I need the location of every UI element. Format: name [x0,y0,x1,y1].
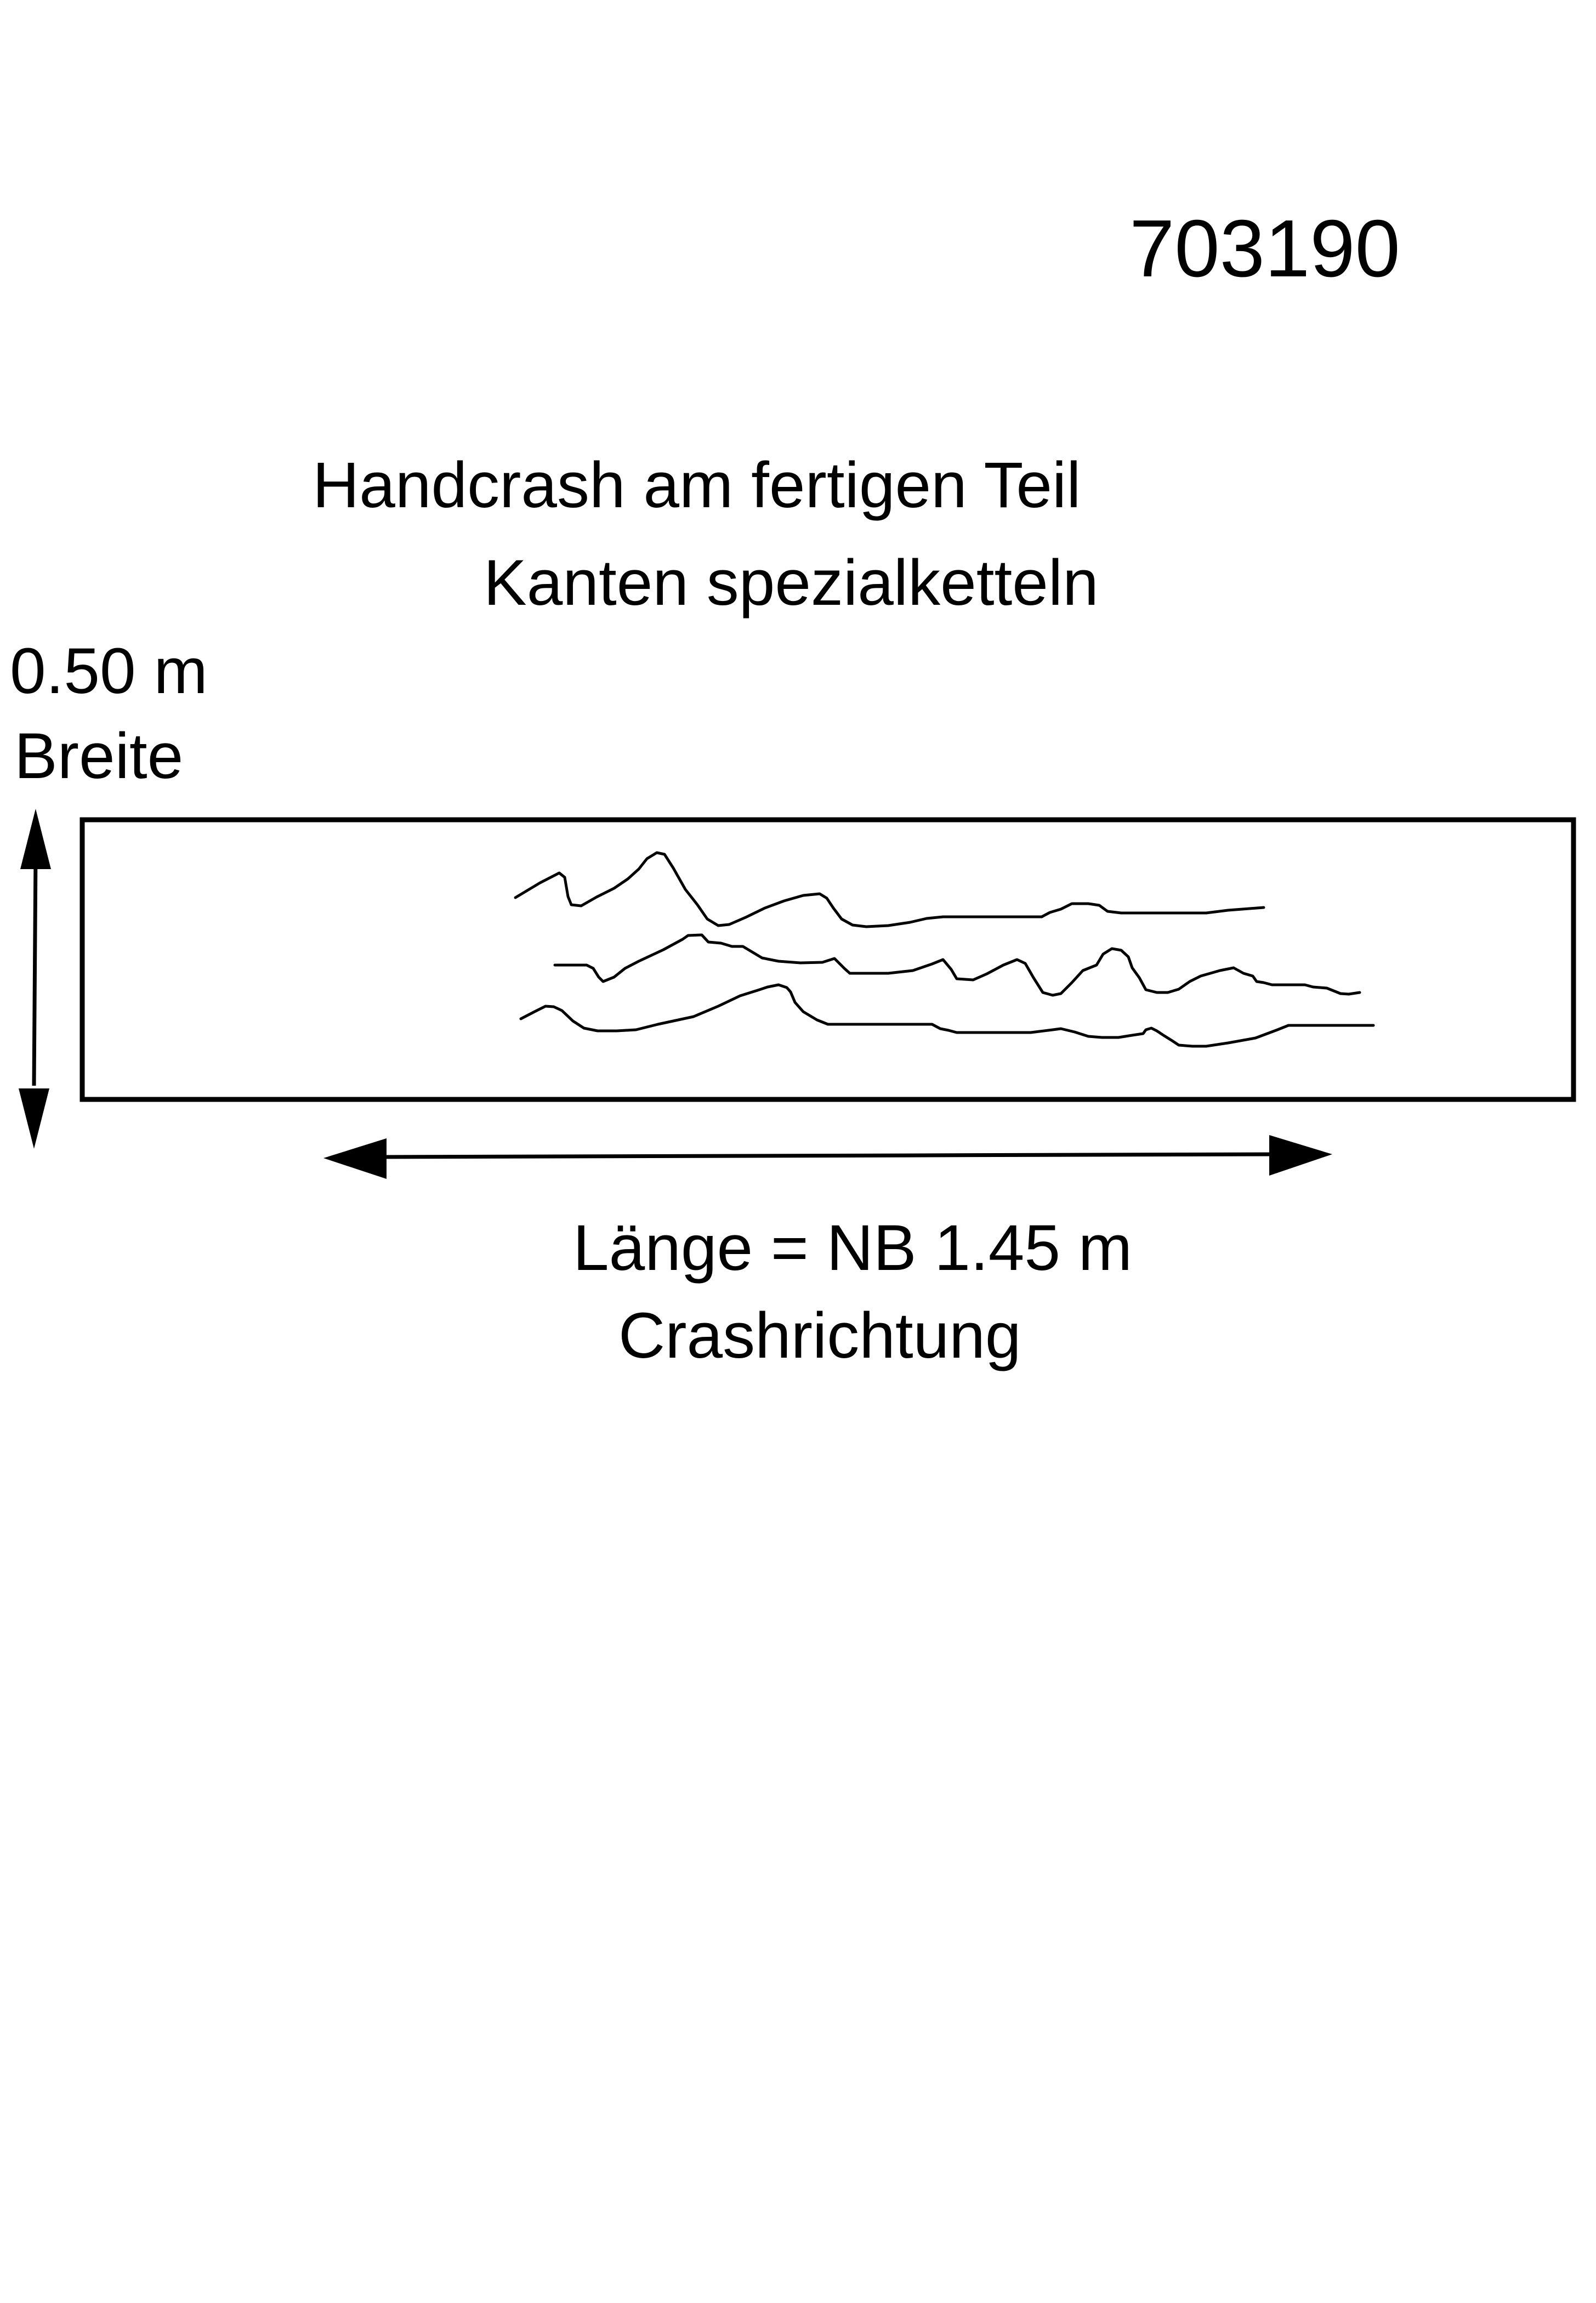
crash-line-top [514,851,1265,928]
width-value: 0.50 m [10,635,208,707]
width-arrow [19,809,51,1149]
width-label: Breite [14,720,184,792]
crash-marks [514,851,1375,1048]
fabric-outline [79,817,1576,1102]
crash-line-bottom [519,983,1375,1048]
article-number: 703190 [1129,203,1400,294]
title-line-1: Handcrash am fertigen Teil [313,449,1081,521]
title-line-2: Kanten spezialketteln [484,547,1099,619]
width-arrow-top-head [20,809,51,869]
length-arrow-left-head [323,1138,387,1179]
width-arrow-bottom-head [19,1088,49,1149]
length-arrow [323,1135,1332,1179]
length-arrow-right-head [1269,1135,1332,1176]
crash-line-middle [553,933,1361,997]
length-value: Länge = NB 1.45 m [573,1212,1133,1284]
crash-direction-label: Crashrichtung [618,1300,1021,1372]
